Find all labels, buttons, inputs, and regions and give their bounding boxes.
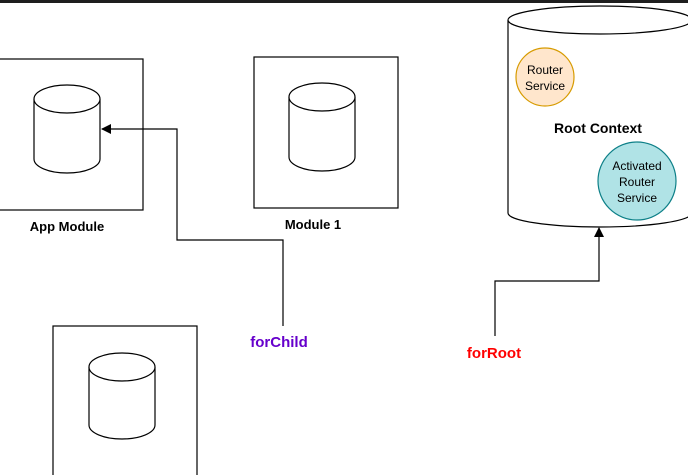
activated-router-service-circle (597, 141, 677, 221)
app-module-label: App Module (30, 219, 104, 234)
app-module[interactable]: App Module (0, 58, 144, 234)
router-service-label-line-1: Router (527, 63, 563, 77)
bottom-module-database-icon (88, 352, 156, 440)
activated-router-service-label-line-2: Router (619, 175, 655, 189)
forroot-connector[interactable]: forRoot (467, 227, 604, 362)
activated-router-service[interactable]: Activated Router Service (597, 141, 677, 221)
root-context-top (507, 5, 688, 35)
forchild-label: forChild (250, 334, 308, 351)
app-module-database-icon (33, 84, 101, 174)
router-service[interactable]: Router Service (515, 47, 575, 107)
router-service-circle (515, 47, 575, 107)
top-border (0, 0, 688, 3)
module-1[interactable]: Module 1 (253, 56, 399, 232)
root-context[interactable]: Root Context Router Service Activated Ro… (507, 5, 688, 228)
module-1-database-icon (288, 82, 356, 172)
root-context-title: Root Context (554, 120, 642, 136)
router-service-label-line-2: Service (525, 79, 565, 93)
forroot-arrow (494, 227, 604, 336)
activated-router-service-label-line-3: Service (617, 191, 657, 205)
forroot-label: forRoot (467, 345, 521, 362)
activated-router-service-label-line-1: Activated (612, 159, 661, 173)
module-1-label: Module 1 (285, 217, 341, 232)
forchild-arrow (101, 124, 284, 326)
bottom-module[interactable] (52, 325, 198, 475)
forchild-connector[interactable]: forChild (101, 124, 308, 351)
